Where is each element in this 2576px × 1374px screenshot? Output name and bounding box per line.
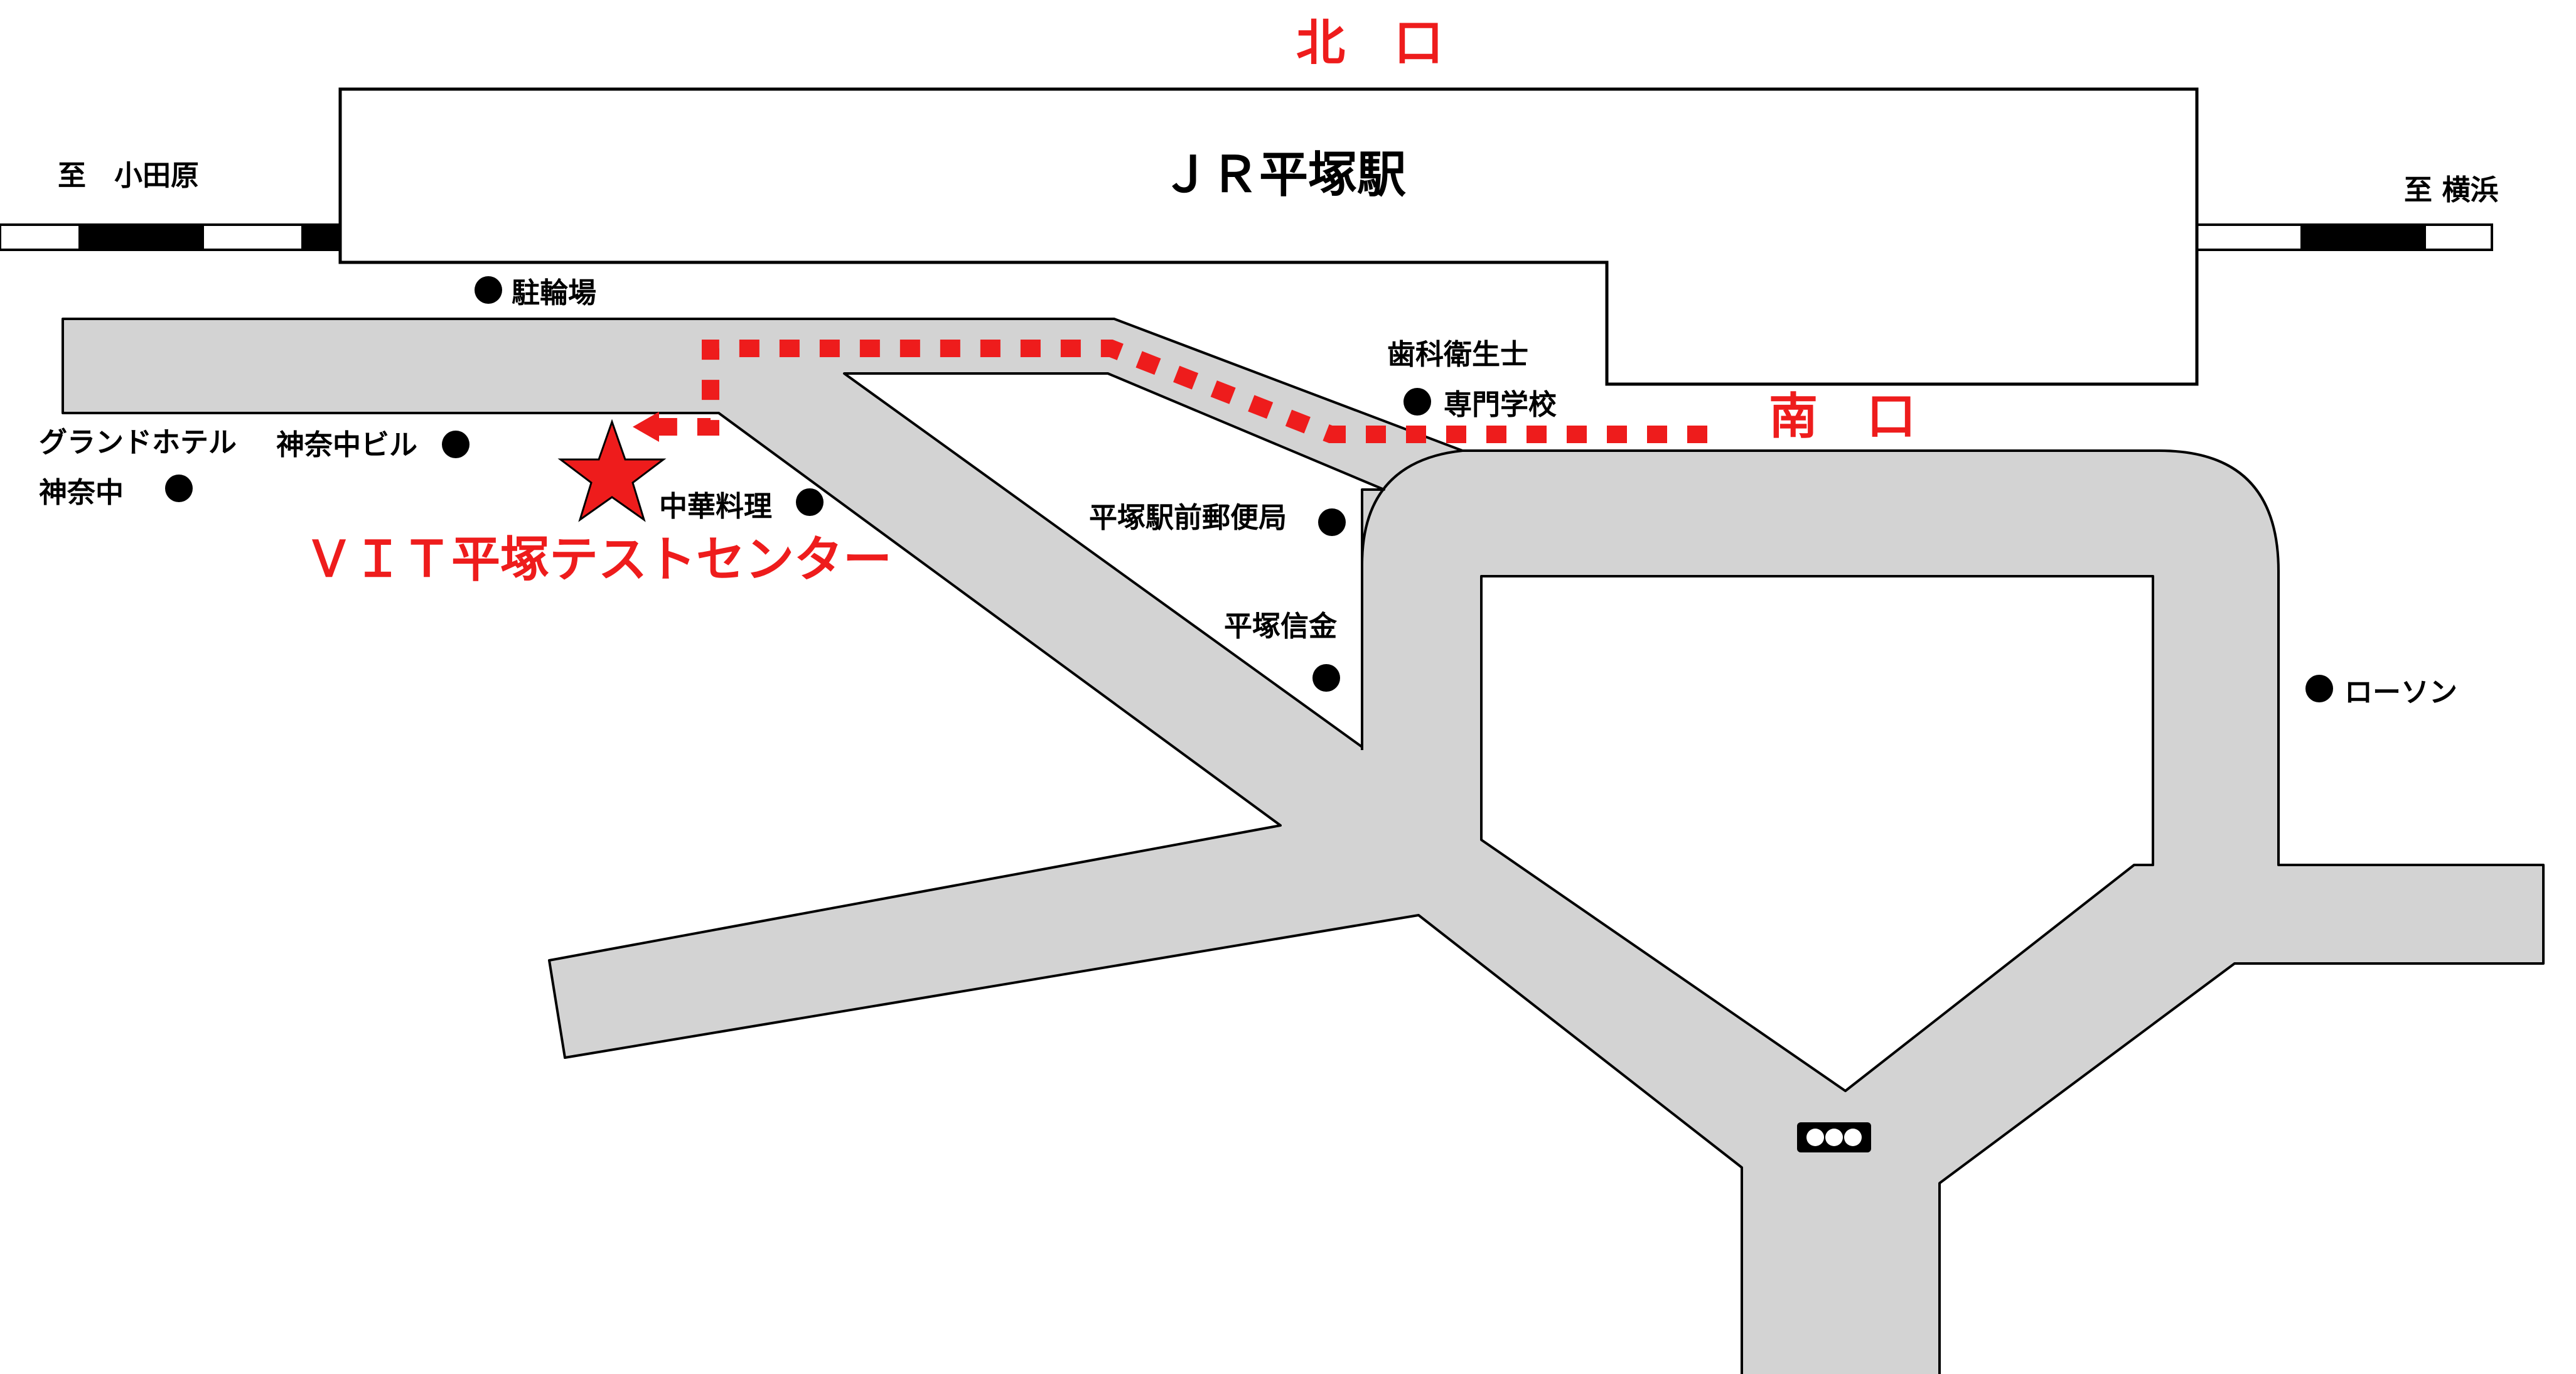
chinese-restaurant-label: 中華料理 [659, 490, 772, 523]
bicycle-parking-label: 駐輪場 [512, 276, 596, 309]
to-yokohama-label: 至 横浜 [2404, 173, 2499, 207]
station-name: ＪＲ平塚駅 [1161, 147, 1406, 203]
post-office-marker-icon [1318, 508, 1346, 536]
route-path [659, 340, 1707, 443]
dental-school-label-line2: 専門学校 [1444, 388, 1557, 421]
grand-hotel-label-line2: 神奈中 [39, 476, 124, 509]
kanachu-building-marker-icon [442, 431, 470, 458]
lawson-label: ローソン [2344, 675, 2457, 709]
road-inner-block-square [1480, 575, 2154, 1092]
dental-school-marker-icon [1403, 388, 1431, 416]
north-exit-label: 北 口 [1296, 15, 1443, 72]
shinkin-bank-label: 平塚信金 [1224, 609, 1338, 643]
post-office-label: 平塚駅前郵便局 [1089, 501, 1287, 534]
lawson-marker-icon [2305, 675, 2333, 702]
walking-route [633, 340, 1707, 443]
bicycle-parking-marker-icon [475, 276, 502, 304]
destination-name: ＶＩＴ平塚テストセンター [304, 532, 892, 588]
shinkin-bank-marker-icon [1312, 664, 1340, 692]
dental-school-label-line1: 歯科衛生士 [1387, 338, 1528, 371]
road-inner-block-triangle [843, 372, 1385, 748]
railway-west [0, 223, 340, 251]
grand-hotel-marker-icon [165, 475, 193, 502]
station-building [338, 87, 2199, 386]
road-network [62, 318, 2545, 1374]
traffic-light-icon [1797, 1122, 1871, 1152]
kanachu-building-label: 神奈中ビル [276, 428, 417, 461]
road-curve-southexit [1361, 449, 1463, 750]
south-exit-label: 南 口 [1769, 389, 1916, 445]
landmark-markers [165, 276, 2333, 702]
to-odawara-label: 至 小田原 [58, 159, 199, 192]
grand-hotel-label-line1: グランドホテル [39, 426, 237, 459]
route-arrowhead [633, 412, 659, 442]
chinese-restaurant-marker-icon [796, 488, 824, 516]
destination-star-icon [557, 419, 667, 522]
railway-east [2196, 223, 2493, 251]
